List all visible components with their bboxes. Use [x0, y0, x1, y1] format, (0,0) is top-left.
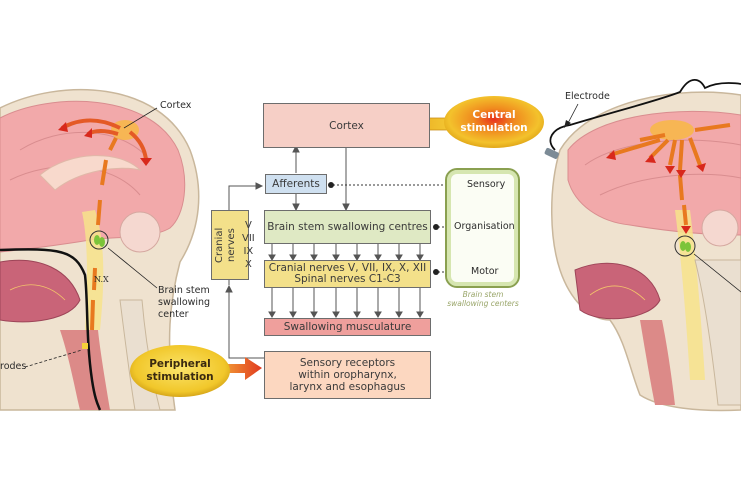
motor-label: Motor — [471, 266, 499, 277]
legend-caption-line-1: Brain stem — [462, 290, 504, 299]
right-tongue — [574, 262, 661, 320]
brainstem-label-line: Brain stem — [158, 285, 210, 296]
nerve-item: X — [244, 259, 252, 270]
peripheral-stim-line-2: stimulation — [146, 371, 214, 383]
right-brainstem — [675, 210, 705, 380]
cranial-nerves-side-title: Cranial nerves — [214, 227, 237, 263]
brainstem-label-line: center — [158, 309, 189, 320]
cortex-callout-line — [123, 107, 158, 129]
brainstem-label-line: swallowing — [158, 297, 211, 308]
central-stim-line-1: Central — [472, 109, 516, 121]
cranial-nerves-line: Cranial nerves V, VII, IX, X, XII — [268, 261, 427, 274]
musculature-label: Swallowing musculature — [283, 321, 412, 333]
right-cerebellum — [701, 209, 739, 247]
right-brainstem-callout — [693, 253, 741, 293]
brainstem-marker-circle — [89, 230, 109, 250]
central-stimulation-oval-bg — [444, 96, 544, 148]
cranial-nerves-side-list: V VII IX X — [242, 219, 255, 271]
peripheral-stimulation-label: Peripheral stimulation — [130, 345, 230, 397]
peripheral-stimulation-oval-bg — [130, 345, 230, 397]
electrode-callout-line — [566, 103, 579, 126]
nerve-item: VII — [242, 233, 255, 244]
nerve-item: IX — [243, 246, 254, 257]
arrows-row-2 — [268, 288, 424, 318]
right-throat — [640, 320, 675, 405]
brainstem-centers-panel — [445, 168, 520, 288]
cranial-nerves-side-box: Cranial nerves V VII IX X — [211, 210, 255, 280]
receptors-line-3: larynx and esophagus — [289, 381, 406, 393]
electrodes-label: rodes — [0, 361, 27, 372]
left-tongue — [0, 259, 81, 323]
peripheral-stim-line-1: Peripheral — [149, 358, 211, 370]
electrode-wire-left — [0, 248, 102, 411]
right-electrode-label: Electrode — [565, 91, 610, 102]
receptors-box: Sensory receptors within oropharynx, lar… — [264, 351, 431, 399]
legend-caption: Brain stem swallowing centers — [446, 290, 520, 308]
right-head-illustration — [544, 78, 741, 412]
spinal-nerves-line: Spinal nerves C1-C3 — [294, 273, 401, 285]
left-throat — [60, 330, 110, 410]
organisation-label: Organisation — [454, 221, 515, 232]
afferents-box: Afferents — [265, 174, 327, 194]
left-brainstem-label: Brain stem swallowing center — [158, 285, 210, 321]
right-brainstem-marker — [674, 235, 696, 257]
peripheral-stimulation-arrow — [215, 357, 262, 380]
electrode-pad — [544, 147, 559, 159]
left-cortex-label: Cortex — [160, 100, 192, 111]
afferents-label: Afferents — [272, 178, 320, 190]
sensory-label: Sensory — [467, 179, 506, 190]
musculature-box: Swallowing musculature — [264, 318, 431, 336]
nerve-x-label: N.X — [94, 275, 109, 284]
central-stim-line-2: stimulation — [460, 122, 528, 134]
left-ascending-arrows — [96, 137, 118, 226]
left-head-illustration — [0, 88, 200, 411]
electrode-wire-right — [549, 78, 741, 151]
receptors-line-2: within oropharynx, — [298, 369, 397, 381]
cortex-box-label: Cortex — [329, 119, 364, 132]
left-cerebellum — [119, 211, 161, 253]
brainstem-centres-label: Brain stem swallowing centres — [267, 221, 428, 233]
arrows-row-1 — [268, 244, 424, 261]
left-arrow-3 — [128, 130, 148, 161]
right-spine — [694, 259, 741, 406]
nerve-item: V — [244, 220, 252, 231]
legend-caption-line-2: swallowing centers — [447, 299, 519, 308]
right-radiating-arrows — [609, 123, 731, 226]
brainstem-centres-box: Brain stem swallowing centres — [264, 210, 431, 244]
receptors-line-1: Sensory receptors — [299, 357, 396, 369]
cranial-spinal-box: Cranial nerves V, VII, IX, X, XII Spinal… — [264, 260, 431, 288]
left-corpus-callosum — [39, 155, 142, 191]
cortex-box: Cortex — [263, 103, 430, 148]
brainstem-callout-line — [107, 247, 158, 289]
central-stimulation-label: Central stimulation — [444, 96, 544, 148]
